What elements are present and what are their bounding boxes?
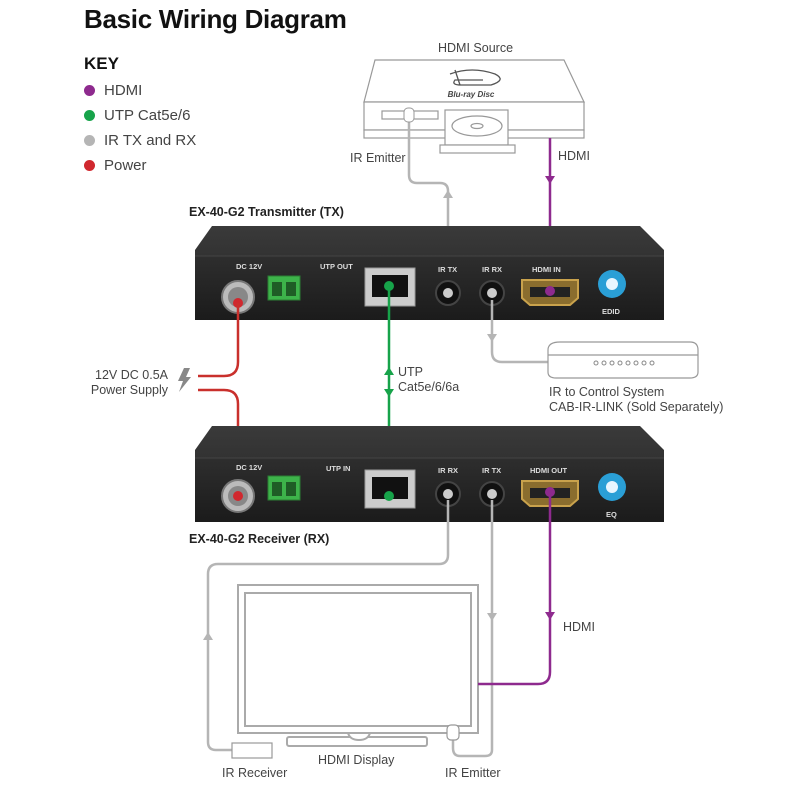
utp-cable-label: UTP Cat5e/6/6a bbox=[398, 365, 459, 395]
hdmi-color-dot-icon bbox=[84, 85, 95, 96]
ir-emitter-bulb-icon bbox=[403, 107, 415, 123]
ir-receiver-label: IR Receiver bbox=[222, 766, 288, 780]
display-ir-emitter-label: IR Emitter bbox=[445, 766, 501, 780]
rx-port-utp-label: UTP IN bbox=[326, 464, 350, 473]
key-label: Power bbox=[104, 157, 147, 174]
source-hdmi-label: HDMI bbox=[558, 149, 590, 163]
control-system-line1: IR to Control System bbox=[549, 385, 665, 399]
utp-cable-line2: Cat5e/6/6a bbox=[398, 380, 460, 394]
key-item-power: Power bbox=[84, 157, 147, 174]
power-supply-label: 12V DC 0.5A Power Supply bbox=[90, 368, 168, 398]
transmitter-title: EX-40-G2 Transmitter (TX) bbox=[189, 205, 344, 219]
arrow-down-icon bbox=[487, 613, 497, 621]
receiver-device bbox=[195, 426, 664, 522]
tx-port-ir2-label: IR RX bbox=[482, 265, 502, 274]
rx-port-hdmi-label: HDMI OUT bbox=[530, 466, 567, 475]
utp-color-dot-icon bbox=[84, 110, 95, 121]
utp-connection-dot-icon bbox=[384, 491, 394, 501]
ir-connection-dot-icon bbox=[487, 489, 497, 499]
hdmi-connection-dot-icon bbox=[545, 286, 555, 296]
arrow-down-icon bbox=[384, 389, 394, 397]
control-system-device bbox=[547, 341, 699, 379]
power-supply-line2: Power Supply bbox=[90, 383, 168, 397]
rx-port-dc-label: DC 12V bbox=[236, 463, 262, 472]
ir-connection-dot-icon bbox=[443, 489, 453, 499]
power-color-dot-icon bbox=[84, 160, 95, 171]
ir-color-dot-icon bbox=[84, 135, 95, 146]
hdmi-cable-display bbox=[478, 492, 552, 686]
power-cable-tx bbox=[198, 303, 240, 378]
ir-receiver-device-icon bbox=[231, 742, 273, 759]
ir-emitter-cable-display bbox=[451, 500, 494, 758]
key-item-utp: UTP Cat5e/6 bbox=[84, 107, 190, 124]
tx-port-dial-label: EDID bbox=[602, 307, 621, 316]
bluray-logo-text: Blu-ray Disc bbox=[448, 90, 495, 99]
arrow-down-icon bbox=[545, 612, 555, 620]
power-cable-rx bbox=[198, 388, 240, 492]
lightning-bolt-icon bbox=[178, 368, 191, 392]
utp-cable-line1: UTP bbox=[398, 365, 423, 379]
rx-port-ir2-label: IR TX bbox=[482, 466, 501, 475]
source-ir-emitter-label: IR Emitter bbox=[350, 151, 406, 165]
key-label: IR TX and RX bbox=[104, 132, 197, 149]
tx-port-hdmi-label: HDMI IN bbox=[532, 265, 561, 274]
ir-connection-dot-icon bbox=[487, 288, 497, 298]
rx-port-ir1-label: IR RX bbox=[438, 466, 458, 475]
tx-port-utp-label: UTP OUT bbox=[320, 262, 353, 271]
hdmi-source-label: HDMI Source bbox=[438, 41, 514, 55]
key-item-ir: IR TX and RX bbox=[84, 132, 196, 149]
ir-emitter-cable-source bbox=[407, 115, 450, 290]
control-system-label: IR to Control System CAB-IR-LINK (Sold S… bbox=[549, 385, 723, 415]
tx-port-dc-label: DC 12V bbox=[236, 262, 262, 271]
key-label: HDMI bbox=[104, 82, 143, 99]
arrow-down-icon bbox=[487, 334, 497, 342]
hdmi-display-label: HDMI Display bbox=[318, 753, 395, 767]
control-system-line2: CAB-IR-LINK (Sold Separately) bbox=[549, 400, 724, 414]
diagram-title: Basic Wiring Diagram bbox=[84, 4, 347, 34]
ir-connection-dot-icon bbox=[443, 288, 453, 298]
arrow-up-icon bbox=[443, 190, 453, 198]
display-hdmi-label: HDMI bbox=[563, 620, 595, 634]
ir-control-cable bbox=[490, 300, 548, 364]
hdmi-display-device bbox=[237, 584, 479, 747]
bluray-logo-icon bbox=[449, 69, 501, 86]
arrow-up-icon bbox=[203, 632, 213, 640]
key-title: KEY bbox=[84, 54, 119, 73]
receiver-title: EX-40-G2 Receiver (RX) bbox=[189, 532, 329, 546]
control-system-led-icons bbox=[593, 360, 655, 366]
power-supply-line1: 12V DC 0.5A bbox=[95, 368, 168, 382]
key-item-hdmi: HDMI bbox=[84, 82, 142, 99]
ir-emitter-bulb-icon bbox=[446, 724, 460, 741]
rx-port-dial-label: EQ bbox=[606, 510, 617, 519]
key-label: UTP Cat5e/6 bbox=[104, 107, 191, 124]
transmitter-device bbox=[195, 226, 664, 320]
ir-receiver-cable bbox=[206, 500, 450, 752]
tx-port-ir1-label: IR TX bbox=[438, 265, 457, 274]
arrow-up-icon bbox=[384, 367, 394, 375]
arrow-down-icon bbox=[545, 176, 555, 184]
power-connection-dot-icon bbox=[233, 491, 243, 501]
